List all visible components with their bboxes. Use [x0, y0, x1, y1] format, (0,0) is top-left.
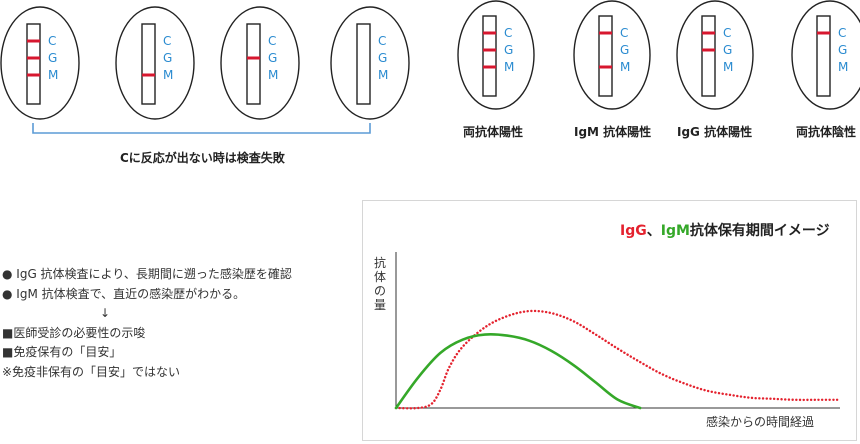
- strip-letter-g: G: [620, 43, 629, 57]
- test-cassette: CGM: [0, 6, 80, 120]
- note-arrow: ↓: [100, 306, 111, 320]
- strip-letter-c: C: [504, 26, 512, 40]
- test-cassette: CGM: [676, 0, 754, 110]
- strip-letter-c: C: [838, 26, 846, 40]
- test-cassette: CGM: [457, 0, 535, 110]
- strip-letter-m: M: [723, 60, 733, 74]
- strip-letter-c: C: [620, 26, 628, 40]
- strip-letter-c: C: [163, 34, 171, 48]
- strip-letter-g: G: [268, 51, 277, 65]
- reaction-band: [483, 65, 496, 69]
- result-label-igm-positive: IgM 抗体陽性: [574, 125, 652, 139]
- test-cassette: CGM: [573, 0, 651, 110]
- strip-letter-m: M: [163, 68, 173, 82]
- result-label-both-negative: 両抗体陰性: [796, 125, 857, 139]
- test-cassette: CGM: [115, 6, 195, 120]
- notes-block: ● IgG 抗体検査により、長期間に遡った感染歴を確認 ● IgM 抗体検査で、…: [2, 265, 292, 382]
- chart-title-igg: IgG: [620, 223, 647, 239]
- chart-title-sep: 、: [646, 223, 661, 239]
- note-immunity: ■免疫保有の「目安」: [2, 345, 122, 359]
- strip-letter-m: M: [620, 60, 630, 74]
- result-label-both-positive: 両抗体陽性: [463, 125, 524, 139]
- strip-letter-m: M: [268, 68, 278, 82]
- strip-letter-c: C: [48, 34, 56, 48]
- strip-letter-g: G: [723, 43, 732, 57]
- reaction-band: [483, 48, 496, 52]
- note-doctor: ■医師受診の必要性の示唆: [2, 325, 146, 340]
- reaction-band: [27, 56, 40, 60]
- reaction-band: [702, 31, 715, 35]
- test-cassette: CGM: [220, 6, 300, 120]
- series-line-igm: [394, 333, 642, 410]
- note-disclaimer: ※免疫非保有の「目安」ではない: [2, 364, 181, 379]
- reaction-band: [599, 31, 612, 35]
- test-cassette: CGM: [330, 6, 410, 120]
- chart-panel: [362, 200, 857, 441]
- test-strip: [26, 23, 41, 105]
- reaction-band: [483, 31, 496, 35]
- strip-letter-g: G: [163, 51, 172, 65]
- strip-letter-m: M: [48, 68, 58, 82]
- test-strip: [816, 15, 831, 97]
- chart-x-label: 感染からの時間経過: [706, 415, 815, 429]
- test-strip: [482, 15, 497, 97]
- note-igm: ● IgM 抗体検査で、直近の感染歴がわかる。: [2, 286, 246, 301]
- chart-y-label: 抗体の量: [374, 256, 387, 312]
- test-strip: [141, 23, 156, 105]
- reaction-band: [599, 65, 612, 69]
- series-line-igg: [394, 309, 842, 410]
- reaction-band: [247, 56, 260, 60]
- test-strip: [356, 23, 371, 105]
- strip-letter-c: C: [378, 34, 386, 48]
- strip-letter-m: M: [378, 68, 388, 82]
- strip-letter-g: G: [838, 43, 847, 57]
- strip-letter-g: G: [504, 43, 513, 57]
- invalid-test-caption: Cに反応が出ない時は検査失敗: [120, 151, 285, 165]
- chart-title-igm: IgM: [660, 223, 690, 239]
- note-igg: ● IgG 抗体検査により、長期間に遡った感染歴を確認: [2, 267, 292, 281]
- strip-letter-g: G: [378, 51, 387, 65]
- test-strip: [701, 15, 716, 97]
- test-cassette: CGM: [791, 0, 860, 110]
- reaction-band: [817, 31, 830, 35]
- strip-letter-m: M: [838, 60, 848, 74]
- test-strip: [598, 15, 613, 97]
- reaction-band: [27, 73, 40, 77]
- strip-letter-c: C: [723, 26, 731, 40]
- strip-letter-c: C: [268, 34, 276, 48]
- chart-title: IgG、IgM抗体保有期間イメージ: [620, 220, 830, 240]
- reaction-band: [702, 48, 715, 52]
- reaction-band: [142, 73, 155, 77]
- test-strip: [246, 23, 261, 105]
- reaction-band: [27, 39, 40, 43]
- chart-title-rest: 抗体保有期間イメージ: [689, 223, 830, 239]
- strip-letter-m: M: [504, 60, 514, 74]
- result-label-igg-positive: IgG 抗体陽性: [677, 125, 753, 139]
- strip-letter-g: G: [48, 51, 57, 65]
- group-bracket: [32, 123, 371, 134]
